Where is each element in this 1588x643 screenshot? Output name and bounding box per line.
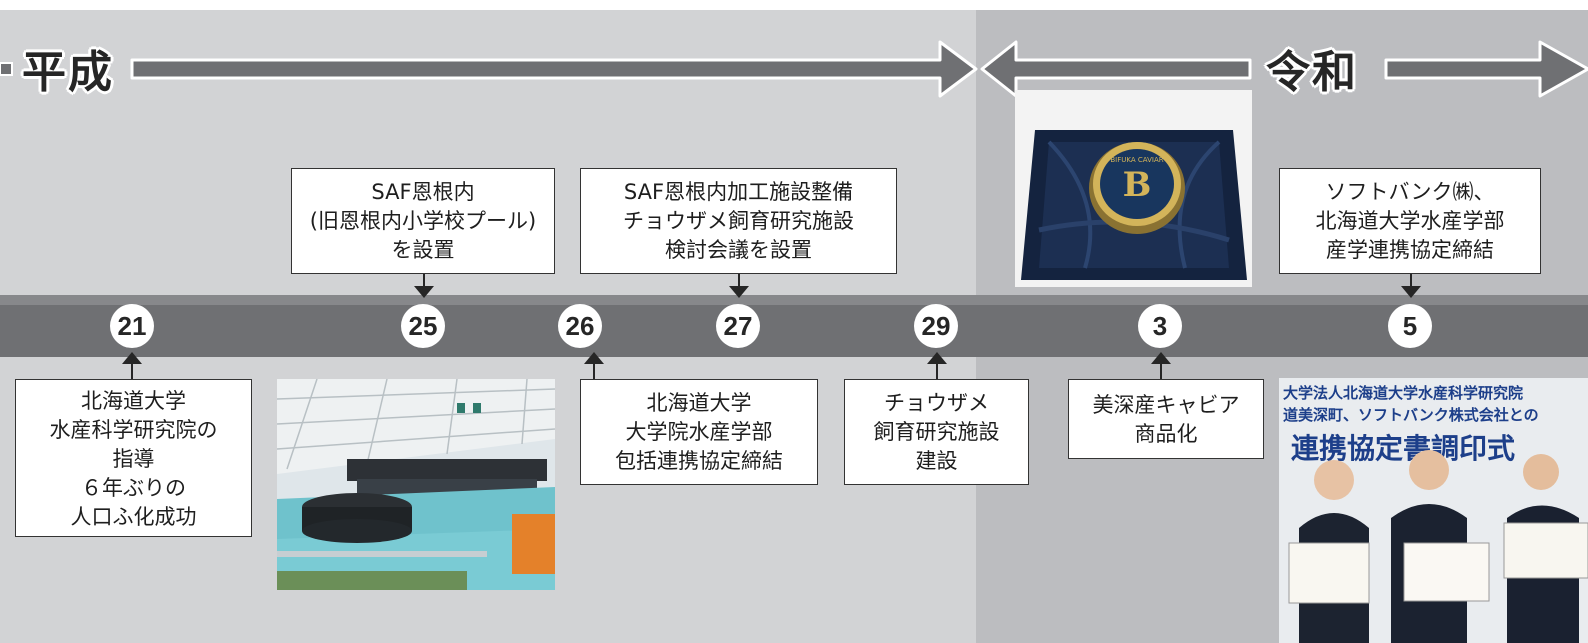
event-card-21: 北海道大学 水産科学研究院の 指導 ６年ぶりの 人口ふ化成功	[15, 379, 252, 537]
event-card-26: 北海道大学 大学院水産学部 包括連携協定締結	[580, 379, 818, 485]
event-26-line-3: 包括連携協定締結	[615, 449, 783, 473]
heisei-arrow	[130, 40, 978, 98]
event-26-line-2: 大学院水産学部	[625, 420, 773, 444]
event-card-r3: 美深産キャビア 商品化	[1068, 379, 1264, 459]
event-26-line-1: 北海道大学	[646, 391, 752, 415]
connector-25-stem	[423, 274, 425, 288]
event-27-line-2: チョウザメ飼育研究施設	[623, 209, 854, 233]
event-r3-line-2: 商品化	[1134, 422, 1198, 446]
event-21-line-3: 指導	[112, 447, 155, 471]
connector-27-stem	[738, 274, 740, 288]
connector-26-arrowhead	[584, 352, 604, 364]
reiwa-forward-arrow	[1384, 40, 1588, 98]
reiwa-back-arrow	[980, 40, 1252, 98]
event-29-line-2: 飼育研究施設	[873, 420, 1000, 444]
svg-text:B: B	[1123, 165, 1152, 205]
ceremony-banner-line-2: 道美深町、ソフトバンク株式会社との	[1283, 406, 1539, 424]
event-27-line-1: SAF恩根内加工施設整備	[623, 180, 854, 204]
ceremony-banner-line-1: 大学法人北海道大学水産科学研究院	[1283, 384, 1523, 402]
timeline-band	[0, 295, 1588, 357]
year-marker-29: 29	[914, 304, 958, 348]
event-card-25: SAF恩根内 (旧恩根内小学校プール) を設置	[291, 168, 555, 274]
connector-26-stem	[593, 363, 595, 379]
top-margin	[0, 0, 1588, 10]
event-25-line-2: (旧恩根内小学校プール)	[309, 209, 537, 233]
connector-29-arrowhead	[927, 352, 947, 364]
event-card-29: チョウザメ 飼育研究施設 建設	[844, 379, 1029, 485]
event-25-line-3: を設置	[391, 238, 455, 262]
year-marker-r3: 3	[1138, 304, 1182, 348]
connector-21-arrowhead	[122, 352, 142, 364]
connector-r3-stem	[1160, 363, 1162, 379]
event-21-line-5: 人口ふ化成功	[70, 505, 197, 529]
event-r3-line-1: 美深産キャビア	[1092, 393, 1240, 417]
event-21-line-1: 北海道大学	[81, 389, 186, 413]
year-marker-21: 21	[110, 304, 154, 348]
connector-27-arrowhead	[729, 286, 749, 298]
facility-pool-photo	[277, 379, 555, 590]
event-27-line-3: 検討会議を設置	[665, 238, 812, 262]
connector-29-stem	[936, 363, 938, 379]
event-29-line-1: チョウザメ	[884, 391, 989, 415]
event-r5-line-2: 北海道大学水産学部	[1315, 209, 1505, 233]
event-29-line-3: 建設	[915, 449, 958, 473]
era-reiwa-label: 令和	[1266, 47, 1358, 98]
signing-ceremony-photo: 大学法人北海道大学水産科学研究院 道美深町、ソフトバンク株式会社との 連携協定書…	[1279, 378, 1588, 643]
event-r5-line-1: ソフトバンク㈱、	[1325, 180, 1495, 204]
ceremony-banner-title: 連携協定書調印式	[1291, 432, 1515, 465]
year-marker-r5: 5	[1388, 304, 1432, 348]
connector-r3-arrowhead	[1151, 352, 1171, 364]
year-marker-27: 27	[716, 304, 760, 348]
event-card-r5: ソフトバンク㈱、 北海道大学水産学部 産学連携協定締結	[1279, 168, 1541, 274]
connector-r5-stem	[1410, 274, 1412, 288]
heisei-arrow-stub	[0, 62, 13, 76]
connector-21-stem	[131, 363, 133, 379]
event-21-line-2: 水産科学研究院の	[49, 418, 218, 442]
timeline-band-highlight	[0, 295, 1588, 305]
connector-r5-arrowhead	[1401, 286, 1421, 298]
event-card-27: SAF恩根内加工施設整備 チョウザメ飼育研究施設 検討会議を設置	[580, 168, 897, 274]
caviar-tin-label: BIFUKA CAVIAR	[1110, 156, 1163, 164]
year-marker-25: 25	[401, 304, 445, 348]
era-heisei-label: 平成	[22, 47, 114, 98]
year-marker-26: 26	[558, 304, 602, 348]
event-21-line-4: ６年ぶりの	[81, 476, 186, 500]
connector-25-arrowhead	[414, 286, 434, 298]
event-25-line-1: SAF恩根内	[371, 180, 475, 204]
caviar-product-photo: B BIFUKA CAVIAR	[1015, 90, 1252, 287]
event-r5-line-3: 産学連携協定締結	[1326, 238, 1494, 262]
